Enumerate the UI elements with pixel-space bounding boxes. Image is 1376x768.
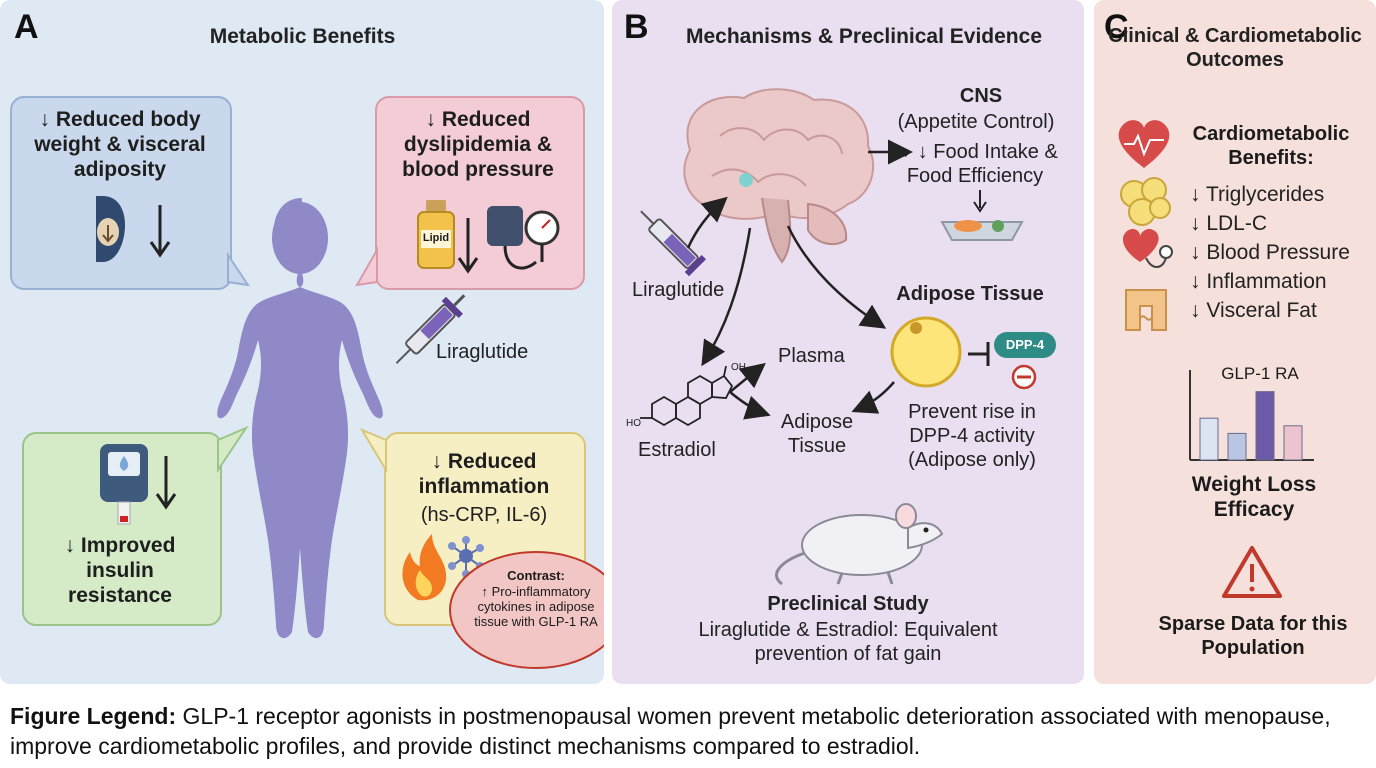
- study-title: Preclinical Study: [767, 593, 929, 615]
- cns-subtitle: (Appetite Control): [897, 111, 1055, 133]
- estradiol-structure-icon: [640, 365, 734, 427]
- syringe-icon: [395, 294, 466, 364]
- insulin-callout-text: ↓ Improved insulin resistance: [64, 534, 176, 607]
- panel-a-title: Metabolic Benefits: [209, 25, 396, 48]
- down-arrow-icon: [155, 456, 177, 510]
- warning-icon: [1222, 546, 1282, 598]
- adipose-tissue-title: Adipose Tissue: [896, 283, 1044, 305]
- legend-text: GLP-1 receptor agonists in postmenopausa…: [10, 703, 1331, 759]
- food-effect-text: → ↓ Food Intake & Food Efficiency: [892, 141, 1058, 187]
- contrast-body: ↑ Pro-inflammatory cytokines in adipose …: [474, 584, 598, 629]
- estradiol-label: Estradiol: [638, 439, 716, 461]
- lipid-bottle-label: Lipid: [422, 232, 450, 244]
- contrast-title: Contrast:: [507, 568, 565, 583]
- panel-b: B Mechanisms & Preclinical Evidence CNS …: [612, 0, 1084, 684]
- syringe-icon: [640, 210, 706, 277]
- intestine-icon: [1125, 289, 1167, 331]
- dpp4-badge-label: DPP-4: [1005, 337, 1045, 352]
- inflammation-callout-title: ↓ Reduced inflammation: [418, 450, 550, 498]
- benefit-item: ↓ Visceral Fat: [1190, 299, 1317, 322]
- plasma-label: Plasma: [778, 345, 845, 367]
- benefits-title: Cardiometabolic Benefits:: [1192, 123, 1350, 169]
- mini-chart-bar: [1255, 391, 1275, 461]
- glucose-meter-icon: [100, 444, 148, 525]
- mini-chart-label: GLP-1 RA: [1221, 364, 1299, 383]
- panel-b-title: Mechanisms & Preclinical Evidence: [686, 25, 1042, 48]
- insulin-callout-tail: [217, 425, 249, 474]
- oh-label: OH: [731, 362, 746, 373]
- lipid-callout-text: ↓ Reduced dyslipidemia & blood pressure: [402, 108, 554, 181]
- adipose-target-label: Adipose Tissue: [780, 411, 854, 457]
- blood-pressure-cuff-icon: [487, 206, 560, 270]
- benefit-item: ↓ Blood Pressure: [1190, 241, 1350, 264]
- weight-loss-mini-chart: [1189, 370, 1314, 461]
- panel-b-letter: B: [624, 8, 649, 46]
- flame-icon: [402, 534, 447, 601]
- panel-a-letter: A: [14, 8, 39, 46]
- lipid-callout-tail: [355, 246, 378, 287]
- inflammation-markers: (hs-CRP, IL-6): [420, 504, 548, 526]
- woman-silhouette: [217, 198, 383, 639]
- study-body: Liraglutide & Estradiol: Equivalent prev…: [698, 619, 998, 665]
- benefits-list: ↓ Triglycerides ↓ LDL-C ↓ Blood Pressure…: [1190, 180, 1370, 325]
- legend-label: Figure Legend:: [10, 703, 177, 729]
- mechanism-arrows: [686, 139, 913, 420]
- figure-legend: Figure Legend: GLP-1 receptor agonists i…: [10, 702, 1370, 762]
- liraglutide-label: Liraglutide: [632, 279, 725, 301]
- lipid-callout: [375, 96, 585, 290]
- benefit-item: ↓ Triglycerides: [1190, 183, 1325, 206]
- mouse-icon: [775, 503, 944, 586]
- stethoscope-heart-icon: [1122, 229, 1173, 268]
- panel-a: A Metabolic Benefits ↓ Reduced body weig…: [0, 0, 604, 684]
- down-arrow-icon: [973, 190, 987, 213]
- panel-c-title: Clinical & Cardiometabolic Outcomes: [1108, 25, 1362, 71]
- warning-text: Sparse Data for this Population: [1158, 613, 1348, 659]
- down-arrow-icon: [149, 205, 171, 258]
- weight-callout: [10, 96, 232, 290]
- weight-callout-text: ↓ Reduced body weight & visceral adiposi…: [34, 108, 206, 181]
- ho-label: HO: [626, 418, 641, 429]
- dpp4-badge: [994, 332, 1056, 390]
- panel-c-letter: C: [1104, 8, 1129, 46]
- belly-icon: [96, 196, 126, 262]
- mini-chart-bar: [1199, 417, 1219, 461]
- mini-chart-bar: [1227, 432, 1247, 461]
- heart-pulse-icon: [1118, 120, 1170, 168]
- down-arrow-icon: [457, 218, 479, 274]
- weight-callout-tail: [227, 251, 251, 287]
- benefit-item: ↓ Inflammation: [1190, 270, 1327, 293]
- inflammation-callout-tail: [359, 427, 387, 474]
- triglyceride-icon: [1120, 177, 1171, 226]
- mini-chart-bar: [1283, 425, 1303, 461]
- food-tray-icon: [940, 220, 1024, 241]
- cns-title: CNS: [959, 85, 1003, 107]
- contrast-bubble: [449, 551, 604, 669]
- chart-caption: Weight Loss Efficacy: [1191, 473, 1317, 522]
- liraglutide-label: Liraglutide: [436, 341, 529, 363]
- panel-c: C Clinical & Cardiometabolic Outcomes Ca…: [1094, 0, 1376, 684]
- fat-cell-icon: [890, 316, 990, 388]
- dpp4-note: Prevent rise in DPP-4 activity (Adipose …: [908, 401, 1036, 471]
- lipid-bottle-icon: [417, 200, 455, 269]
- benefit-item: ↓ LDL-C: [1190, 212, 1268, 235]
